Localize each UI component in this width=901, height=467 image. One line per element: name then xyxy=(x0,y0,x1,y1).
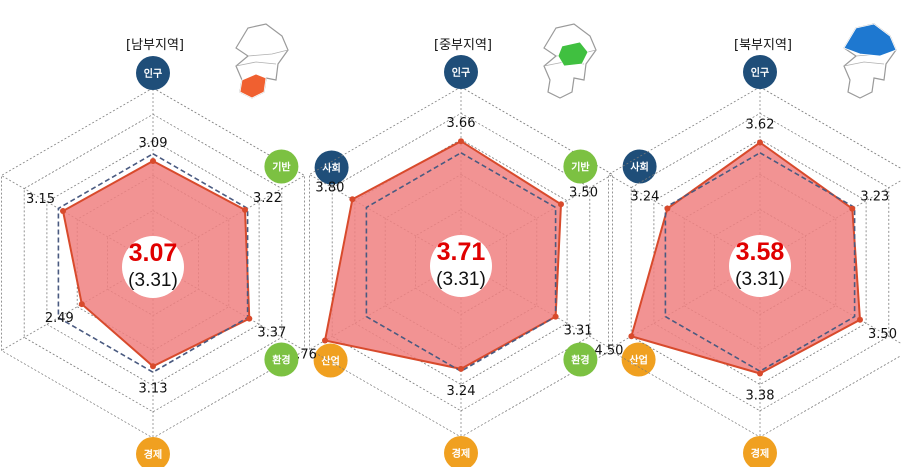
axis-label: 인구 xyxy=(751,66,769,79)
value-point xyxy=(322,337,328,344)
value-label: 3.24 xyxy=(447,384,476,399)
axis-label: 사회 xyxy=(630,161,648,174)
north-region-map-icon xyxy=(843,23,897,99)
value-point xyxy=(757,370,763,377)
axis-label: 기반 xyxy=(571,161,590,174)
radar-panel-3: 3.62 3.23 3.50 3.38 4.50 3.24 3.58 (3.31) 인구사회산업… xyxy=(563,23,901,467)
axis-society-badge xyxy=(622,149,657,184)
value-label: 3.50 xyxy=(868,327,897,342)
axis-label: 기반 xyxy=(272,161,291,174)
map-border-lines xyxy=(235,49,289,67)
radar-panel-1: 3.09 3.22 3.37 3.13 2.49 3.15 3.07 (3.31) 인구사회산업… xyxy=(0,23,349,467)
map-highlight xyxy=(557,41,589,67)
center-average: (3.31) xyxy=(735,269,785,290)
axis-label: 인구 xyxy=(144,67,162,80)
central-region-map-icon xyxy=(543,23,597,99)
value-point xyxy=(60,208,66,214)
axis-label: 산업 xyxy=(629,354,647,367)
value-point xyxy=(242,206,248,213)
value-label: 3.24 xyxy=(630,190,659,205)
value-point xyxy=(558,201,564,208)
value-label: 3.13 xyxy=(139,381,168,396)
value-point xyxy=(349,196,356,203)
axis-economy-badge xyxy=(136,437,170,467)
axis-environment-badge xyxy=(563,342,598,377)
radar-panel-2: 3.663.503.313.244.763.803.71(3.31)인구사회산업… xyxy=(264,23,657,467)
axis-infrastructure-badge xyxy=(563,149,598,184)
value-point xyxy=(78,301,85,308)
value-label: 3.80 xyxy=(315,180,344,195)
value-point xyxy=(857,316,863,323)
axis-label: 사회 xyxy=(322,162,340,175)
value-point xyxy=(757,139,763,146)
axis-label: 환경 xyxy=(272,354,290,367)
axis-society-badge xyxy=(314,150,349,185)
axis-population-badge xyxy=(743,55,777,89)
value-label: 3.31 xyxy=(564,324,593,339)
center-disc xyxy=(729,235,791,297)
value-label: 3.62 xyxy=(746,118,775,133)
axis-industry-badge xyxy=(313,343,348,378)
map-highlight xyxy=(843,23,897,57)
value-label: 3.23 xyxy=(860,190,889,205)
axis-infrastructure-badge xyxy=(264,149,299,184)
south-region-map-icon xyxy=(235,23,289,99)
average-polygon xyxy=(57,152,249,374)
panel-title: [남부지역] xyxy=(126,38,184,53)
center-average: (3.31) xyxy=(436,269,486,290)
map-highlight xyxy=(239,73,267,99)
value-point xyxy=(552,313,559,320)
axis-economy-badge xyxy=(444,436,478,467)
value-point xyxy=(150,158,156,164)
value-point xyxy=(849,205,856,212)
center-value: 3.07 xyxy=(129,239,178,267)
panel-title: [북부지역] xyxy=(734,38,792,53)
center-value: 3.71 xyxy=(437,238,486,266)
value-label: 3.15 xyxy=(26,192,55,207)
value-point xyxy=(664,205,671,212)
value-label: 4.50 xyxy=(594,343,623,358)
axis-label: 산업 xyxy=(321,355,339,368)
axis-population-badge xyxy=(444,55,478,89)
value-label: 3.66 xyxy=(447,116,476,131)
value-point xyxy=(458,365,464,372)
center-value: 3.58 xyxy=(736,238,785,266)
value-point xyxy=(150,363,156,370)
axis-industry-badge xyxy=(621,342,656,377)
center-average: (3.31) xyxy=(128,270,178,291)
grid-ring xyxy=(46,140,260,386)
axis-economy-badge xyxy=(743,436,777,467)
grid-ring xyxy=(653,139,867,385)
value-point xyxy=(246,315,253,322)
center-disc xyxy=(430,235,492,297)
axis-label: 경제 xyxy=(751,447,769,460)
average-polygon xyxy=(365,151,557,373)
value-label: 3.09 xyxy=(139,136,168,151)
value-point xyxy=(628,333,635,340)
axis-environment-badge xyxy=(264,342,299,377)
center-disc xyxy=(122,236,184,298)
axis-label: 경제 xyxy=(144,448,162,461)
axis-label: 인구 xyxy=(452,66,470,79)
value-label: 3.50 xyxy=(569,185,598,200)
axis-population-badge xyxy=(136,56,170,90)
value-label: 3.22 xyxy=(253,191,282,206)
panel-title: [중부지역] xyxy=(434,38,492,53)
value-label: 3.37 xyxy=(257,326,286,341)
axis-label: 환경 xyxy=(571,354,589,367)
value-point xyxy=(458,138,464,145)
axis-label: 경제 xyxy=(452,447,470,460)
value-label: 3.38 xyxy=(746,389,775,404)
value-label: 2.49 xyxy=(45,311,74,326)
